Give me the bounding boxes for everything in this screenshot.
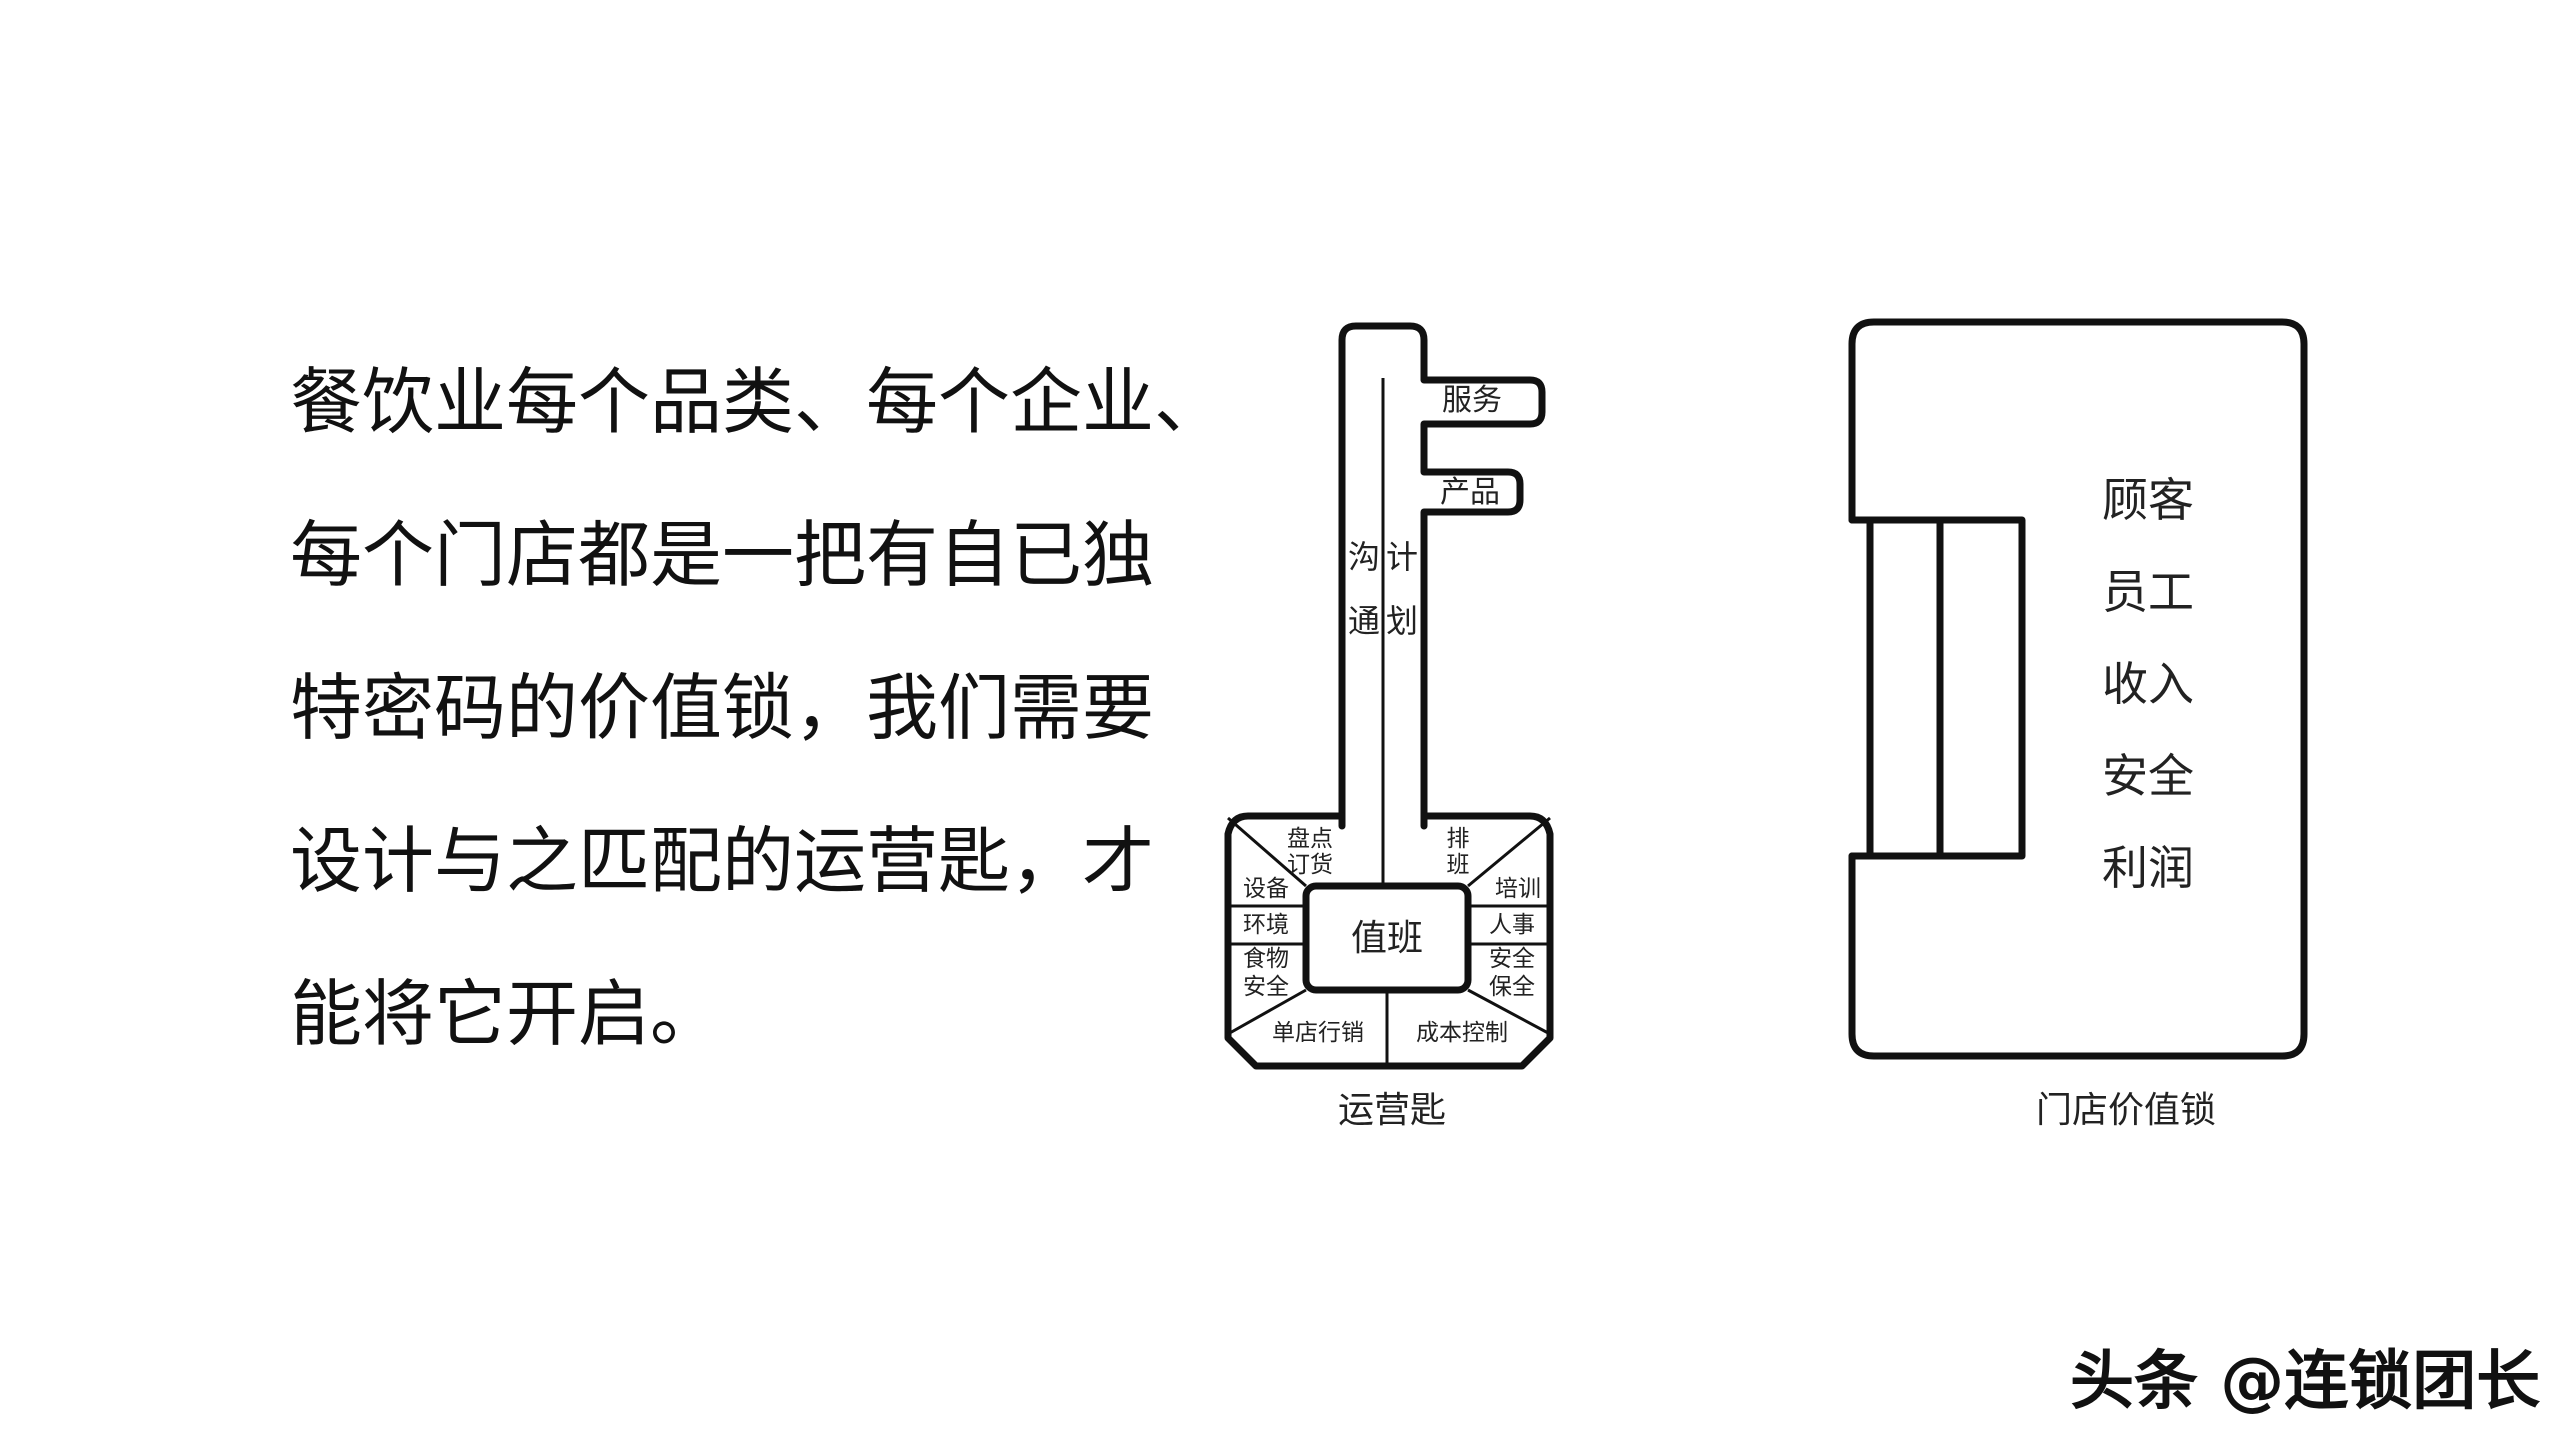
store-value-lock: 顾客 员工 收入 安全 利润 门店价值锁 — [1848, 318, 2308, 1131]
lock-item-income: 收入 — [2102, 657, 2194, 711]
seg-scheduling-1: 排 — [1447, 826, 1470, 852]
key-outline — [1338, 322, 1546, 830]
body-line-2: 每个门店都是一把有自已独 — [290, 513, 1155, 597]
body-line-5: 能将它开启。 — [290, 972, 723, 1056]
lock-outline — [1848, 318, 2308, 1060]
body-line-1: 餐饮业每个品类、每个企业、 — [290, 360, 1227, 444]
divider — [1227, 988, 1307, 1036]
seg-store-marketing: 单店行销 — [1272, 1020, 1364, 1046]
seg-environment: 环境 — [1243, 912, 1289, 938]
seg-food-safety-2: 安全 — [1243, 974, 1289, 1000]
key-tooth-service: 服务 — [1442, 383, 1502, 418]
seg-inventory-1: 盘点 — [1287, 826, 1333, 852]
lock-caption: 门店价值锁 — [2036, 1090, 2216, 1131]
seg-cost-control: 成本控制 — [1416, 1020, 1508, 1046]
seg-scheduling-2: 班 — [1447, 852, 1470, 878]
seg-food-safety-1: 食物 — [1243, 946, 1289, 972]
shaft-left-1: 沟 — [1348, 538, 1380, 576]
divider — [1467, 816, 1551, 888]
lock-item-profit: 利润 — [2102, 841, 2194, 895]
key-tooth-product: 产品 — [1440, 475, 1500, 510]
lock-item-customers: 顾客 — [2102, 473, 2194, 527]
lock-item-safety: 安全 — [2102, 749, 2194, 803]
body-line-4: 设计与之匹配的运营匙，才 — [290, 819, 1155, 903]
body-text: 餐饮业每个品类、每个企业、 每个门店都是一把有自已独 特密码的价值锁，我们需要 … — [290, 326, 1227, 1091]
key-caption: 运营匙 — [1338, 1090, 1446, 1131]
key-center-label: 值班 — [1351, 918, 1423, 959]
seg-personnel: 人事 — [1489, 912, 1535, 938]
shaft-left-2: 通 — [1348, 602, 1380, 640]
lock-item-employees: 员工 — [2102, 565, 2194, 619]
divider — [1467, 988, 1551, 1036]
seg-equipment: 设备 — [1243, 876, 1289, 902]
shaft-right-1: 计 — [1386, 538, 1418, 576]
seg-inventory-2: 订货 — [1287, 852, 1333, 878]
seg-security-2: 保全 — [1489, 974, 1535, 1000]
seg-training: 培训 — [1495, 876, 1541, 902]
watermark: 头条 @连锁团长 — [2070, 1345, 2541, 1419]
operations-key: 服务 产品 沟 通 计 划 值班 盘点 订货 设备 环境 食物 安全 单店行销 … — [1224, 322, 1554, 1131]
body-line-3: 特密码的价值锁，我们需要 — [290, 666, 1155, 750]
seg-security-1: 安全 — [1489, 946, 1535, 972]
key-bow-outline — [1224, 812, 1554, 1070]
shaft-right-2: 划 — [1386, 602, 1418, 640]
divider — [1227, 816, 1307, 888]
